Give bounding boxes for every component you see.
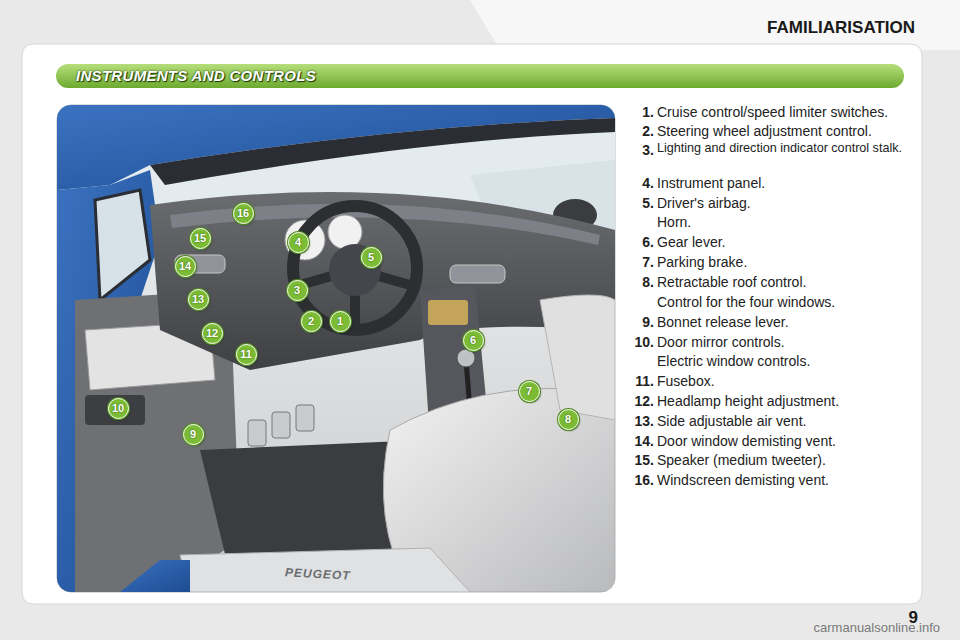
item-text: Horn. bbox=[657, 214, 691, 230]
callout-number: 12 bbox=[202, 323, 223, 344]
item-text: Fusebox. bbox=[657, 373, 715, 389]
item-text: Instrument panel. bbox=[657, 175, 765, 191]
callout-text: 3 bbox=[294, 285, 300, 296]
item-text: Door window demisting vent. bbox=[657, 433, 836, 449]
item-text: Headlamp height adjustment. bbox=[657, 393, 839, 409]
callout-number: 8 bbox=[558, 409, 579, 430]
item-number: 8. bbox=[620, 274, 654, 290]
item-text: Parking brake. bbox=[657, 254, 747, 270]
item-number: 1. bbox=[620, 104, 654, 120]
callout-number: 16 bbox=[233, 203, 254, 224]
callout-text: 14 bbox=[179, 261, 191, 272]
item-text: Cruise control/speed limiter switches. bbox=[657, 104, 888, 120]
header-tab bbox=[470, 0, 960, 50]
callout-number: 13 bbox=[188, 289, 209, 310]
page-header: FAMILIARISATION bbox=[767, 18, 915, 38]
car-interior bbox=[57, 105, 615, 592]
item-text: Control for the four windows. bbox=[657, 294, 835, 310]
callout-text: 8 bbox=[565, 414, 571, 425]
callout-number: 7 bbox=[519, 381, 540, 402]
pedal bbox=[296, 405, 314, 431]
pedal bbox=[248, 420, 266, 446]
item-number: 3. bbox=[620, 142, 654, 158]
callout-text: 13 bbox=[192, 294, 204, 305]
radio bbox=[428, 300, 468, 325]
gear-knob bbox=[457, 349, 475, 367]
dashboard bbox=[150, 192, 615, 370]
door-glass bbox=[95, 190, 150, 300]
item-text: Door mirror controls. bbox=[657, 334, 785, 350]
item-text: Side adjustable air vent. bbox=[657, 413, 806, 429]
item-number: 6. bbox=[620, 234, 654, 250]
pedal bbox=[272, 412, 290, 438]
item-number: 13. bbox=[620, 413, 654, 429]
item-text: Driver's airbag. bbox=[657, 195, 751, 211]
item-number: 2. bbox=[620, 123, 654, 139]
item-number: 10. bbox=[620, 334, 654, 350]
item-number: 5. bbox=[620, 195, 654, 211]
callout-text: 6 bbox=[470, 335, 476, 346]
item-number: 14. bbox=[620, 433, 654, 449]
callout-text: 1 bbox=[337, 316, 343, 327]
callout-number: 2 bbox=[301, 311, 322, 332]
door-sill bbox=[180, 548, 470, 592]
item-text: Lighting and direction indicator control… bbox=[657, 142, 909, 155]
callout-number: 5 bbox=[361, 247, 382, 268]
callout-number: 9 bbox=[183, 424, 204, 445]
item-number: 12. bbox=[620, 393, 654, 409]
item-text: Retractable roof control. bbox=[657, 274, 806, 290]
wheel-hub bbox=[329, 244, 381, 296]
callout-text: 16 bbox=[237, 208, 249, 219]
sill-brand: PEUGEOT bbox=[285, 564, 351, 583]
door-panel bbox=[75, 290, 240, 592]
item-text: Steering wheel adjustment control. bbox=[657, 123, 872, 139]
callout-text: 10 bbox=[112, 403, 124, 414]
illustration-frame bbox=[57, 105, 615, 592]
callout-number: 11 bbox=[236, 344, 257, 365]
callout-number: 10 bbox=[108, 398, 129, 419]
sill-body bbox=[120, 560, 190, 592]
callout-text: 5 bbox=[368, 252, 374, 263]
page-panel bbox=[22, 44, 922, 604]
section-title: INSTRUMENTS AND CONTROLS bbox=[76, 67, 316, 85]
callout-text: 11 bbox=[240, 349, 252, 360]
callout-text: 15 bbox=[194, 233, 206, 244]
item-number: 15. bbox=[620, 452, 654, 468]
section-banner bbox=[55, 63, 905, 89]
callout-number: 4 bbox=[288, 232, 309, 253]
callout-text: 4 bbox=[295, 237, 301, 248]
callout-number: 1 bbox=[330, 311, 351, 332]
item-number: 11. bbox=[620, 373, 654, 389]
callout-text: 12 bbox=[206, 328, 218, 339]
item-text: Bonnet release lever. bbox=[657, 314, 789, 330]
item-text: Electric window controls. bbox=[657, 353, 810, 369]
item-number: 4. bbox=[620, 175, 654, 191]
callout-number: 15 bbox=[190, 228, 211, 249]
air-vent bbox=[450, 265, 505, 283]
item-text: Speaker (medium tweeter). bbox=[657, 452, 826, 468]
item-number: 9. bbox=[620, 314, 654, 330]
callout-number: 14 bbox=[175, 256, 196, 277]
callout-text: 7 bbox=[526, 386, 532, 397]
seat-back bbox=[540, 295, 615, 420]
item-text: Gear lever. bbox=[657, 234, 725, 250]
callout-number: 3 bbox=[287, 280, 308, 301]
dial bbox=[328, 215, 362, 249]
item-number: 7. bbox=[620, 254, 654, 270]
callout-number: 6 bbox=[463, 330, 484, 351]
window-switches bbox=[85, 395, 145, 425]
item-number: 16. bbox=[620, 472, 654, 488]
callout-text: 2 bbox=[308, 316, 314, 327]
item-text: Windscreen demisting vent. bbox=[657, 472, 829, 488]
watermark: carmanualsonline.info bbox=[814, 620, 940, 636]
callout-text: 9 bbox=[190, 429, 196, 440]
